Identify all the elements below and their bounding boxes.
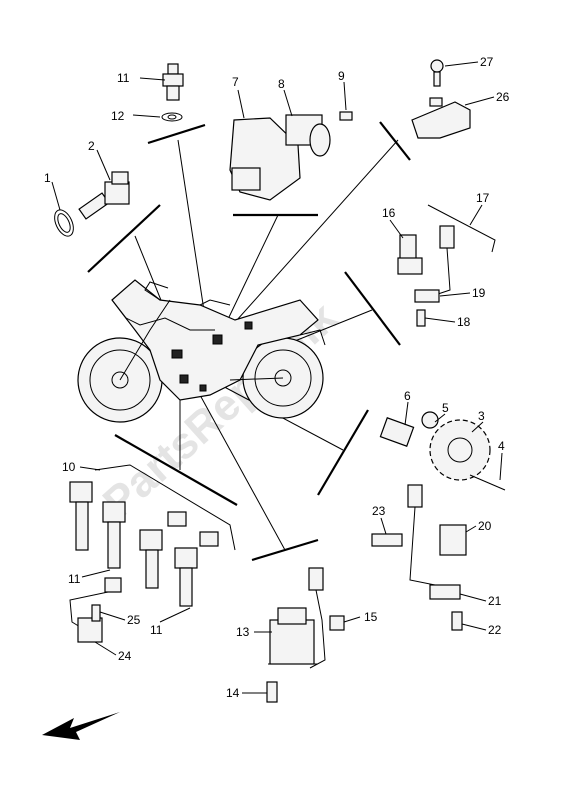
callout-11-left: 11 (68, 572, 81, 586)
callout-9: 9 (338, 69, 345, 83)
callout-20: 19 (472, 286, 486, 300)
callout-4: 4 (498, 439, 505, 453)
callout-5: 5 (442, 401, 449, 415)
o-ring (54, 209, 74, 237)
callout-labels: 11 12 2 1 7 8 9 27 26 16 17 19 18 6 5 3 … (44, 55, 510, 700)
callout-26: 25 (127, 613, 141, 627)
callout-15: 14 (226, 686, 240, 700)
cam-sensor (69, 577, 122, 643)
callout-3: 3 (478, 409, 485, 423)
ignition-coils (69, 464, 236, 607)
pressure-switch (161, 63, 184, 122)
motorcycle-outline (77, 279, 326, 423)
forward-arrow-icon (42, 712, 120, 740)
callout-12: 11 (117, 71, 130, 85)
callout-22: 21 (488, 594, 502, 608)
callout-2: 2 (88, 139, 95, 153)
callout-10: 10 (62, 460, 76, 474)
throttle-sensor-assembly (229, 111, 353, 201)
group-dividers (87, 121, 411, 562)
callout-7: 7 (232, 75, 239, 89)
pressure-sensor (411, 59, 471, 139)
callout-21: 20 (478, 519, 492, 533)
callout-23: 22 (488, 623, 502, 637)
callout-17: 16 (382, 206, 396, 220)
speed-sensor-group (397, 204, 496, 327)
callout-14: 13 (236, 625, 250, 639)
callout-6: 6 (404, 389, 411, 403)
callout-25: 24 (118, 649, 132, 663)
callout-13: 12 (111, 109, 125, 123)
sprocket-group (379, 411, 506, 491)
callout-19: 18 (457, 315, 471, 329)
callout-18: 17 (476, 191, 490, 205)
callout-leaders (51, 61, 503, 694)
callout-16: 15 (364, 610, 378, 624)
callout-24: 23 (372, 504, 386, 518)
callout-8: 8 (278, 77, 285, 91)
callout-27: 26 (496, 90, 510, 104)
starter-relay (266, 567, 345, 703)
callout-28: 27 (480, 55, 494, 69)
temperature-sensor (78, 171, 130, 220)
callout-1: 1 (44, 171, 51, 185)
callout-11-right: 11 (150, 623, 163, 637)
crank-sensor-group (371, 484, 467, 631)
